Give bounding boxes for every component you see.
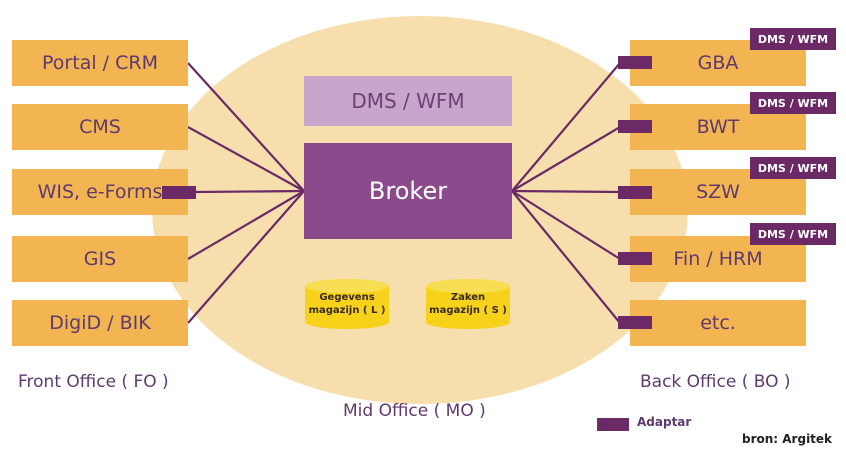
bo-label: GBA xyxy=(697,52,739,74)
adapter-szw xyxy=(618,186,652,199)
bo-label: SZW xyxy=(696,181,740,203)
bo-bwt-dms-badge: DMS / WFM xyxy=(750,92,836,114)
broker-box: Broker xyxy=(304,143,512,239)
store-zaken-label: Zaken magazijn ( S ) xyxy=(426,291,510,317)
store-line2: magazijn ( L ) xyxy=(308,305,386,316)
back-office-title: Back Office ( BO ) xyxy=(640,372,791,392)
store-gegevens-cylinder xyxy=(305,279,389,329)
fo-gis-box: GIS xyxy=(12,236,188,282)
fo-label: Portal / CRM xyxy=(42,52,158,74)
adapter-fin-hrm xyxy=(618,252,652,265)
bo-szw-dms-badge: DMS / WFM xyxy=(750,157,836,179)
bo-gba-dms-badge: DMS / WFM xyxy=(750,28,836,50)
connector-gis xyxy=(187,190,305,260)
adapter-wis-eforms xyxy=(162,186,196,199)
fo-wis-eforms-box: WIS, e-Forms xyxy=(12,169,188,215)
adapter-legend-swatch xyxy=(597,418,629,431)
store-line2: magazijn ( S ) xyxy=(429,305,507,316)
adapter-legend-label: Adaptar xyxy=(637,415,692,429)
connector-portal-crm xyxy=(187,62,305,192)
connector-szw xyxy=(511,189,621,194)
adapter-gba xyxy=(618,56,652,69)
store-zaken-cylinder xyxy=(426,279,510,329)
fo-portal-crm-box: Portal / CRM xyxy=(12,40,188,86)
adapter-etc xyxy=(618,316,652,329)
bo-label: etc. xyxy=(700,312,736,334)
front-office-title: Front Office ( FO ) xyxy=(18,372,169,392)
fo-label: GIS xyxy=(83,248,117,270)
fo-label: WIS, e-Forms xyxy=(37,181,163,203)
mid-office-title: Mid Office ( MO ) xyxy=(343,401,486,421)
source-credit: bron: Argitek xyxy=(742,432,833,446)
fo-cms-box: CMS xyxy=(12,104,188,150)
connector-gba xyxy=(511,62,621,192)
fo-label: DigiD / BIK xyxy=(49,312,151,334)
bo-label: BWT xyxy=(696,116,740,138)
bo-etc-box: etc. xyxy=(630,300,806,346)
connector-wis-eforms xyxy=(195,189,305,194)
store-gegevens-label: Gegevens magazijn ( L ) xyxy=(305,291,389,317)
fo-label: CMS xyxy=(79,116,121,138)
connector-cms xyxy=(187,126,305,192)
connector-bwt xyxy=(511,126,621,192)
adapter-bwt xyxy=(618,120,652,133)
bo-fin-hrm-dms-badge: DMS / WFM xyxy=(750,223,836,245)
store-line1: Zaken xyxy=(450,292,486,303)
store-line1: Gegevens xyxy=(319,292,375,303)
connector-digid-bik xyxy=(187,190,305,324)
connector-etc xyxy=(511,190,621,324)
connector-fin-hrm xyxy=(511,190,621,260)
fo-digid-bik-box: DigiD / BIK xyxy=(12,300,188,346)
bo-label: Fin / HRM xyxy=(673,248,763,270)
mid-office-dms-wfm: DMS / WFM xyxy=(304,76,512,126)
